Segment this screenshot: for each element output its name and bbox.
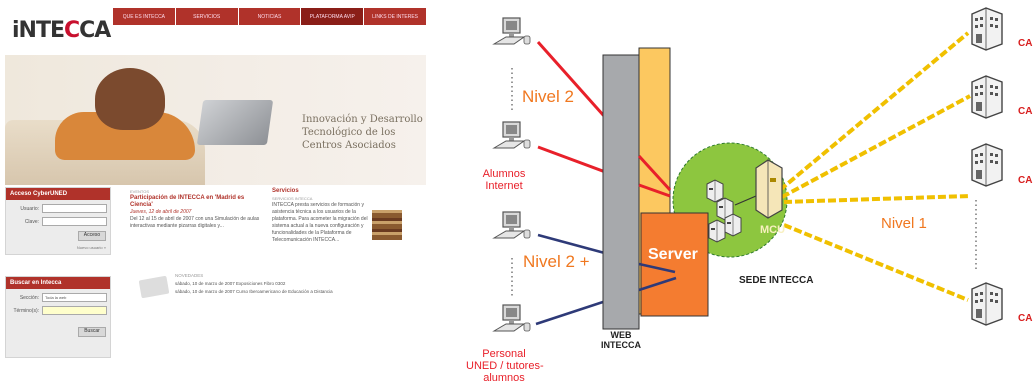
nav-item[interactable]: NOTICIAS [238,8,301,25]
building-icon [971,143,1003,187]
terms-label: Término(s): [13,307,39,314]
user-input[interactable] [42,204,107,213]
terms-input[interactable] [42,306,107,315]
person-head-image [95,68,165,130]
nivel2-label: Nivel 2 [522,87,574,106]
login-button[interactable]: Acceso [78,231,106,241]
password-label: Clave: [24,218,39,225]
mcu-label: MCU [760,224,786,236]
ca-label: CA [1018,38,1033,49]
computer-icon [493,304,531,332]
computer-icon [493,121,531,149]
intecca-website-screenshot: iNTECCA QUE ES INTECCA SERVICIOS NOTICIA… [0,0,428,375]
login-title: Acceso CyberUNED [6,188,110,200]
login-box: Acceso CyberUNED Usuario: Clave: Acceso … [5,187,111,255]
news-body: Del 12 al 15 de abril de 2007 con una Si… [130,216,260,229]
mcu-icon [755,159,783,219]
diagram-canvas [493,7,1003,332]
building-icon [971,282,1003,326]
user-label: Usuario: [20,205,39,212]
event-row[interactable]: sábado, 10 de marzo de 2007 Curso Iberoa… [175,289,333,294]
nav-item[interactable]: PLATAFORMA AVIP [301,8,364,25]
ca-label: CA [1018,106,1033,117]
hero-slogan: Innovación y Desarrollo Tecnológico de l… [302,114,423,151]
services-body: INTECCA presta servicios de formación y … [272,202,368,243]
server-icon [724,213,742,237]
event-image [138,275,170,299]
nivel2plus-label: Nivel 2 + [523,252,590,271]
server-label: Server [648,246,698,263]
books-image [372,210,402,240]
sede-intecca-label: SEDE INTECCA [739,275,814,286]
nav-item[interactable]: SERVICIOS [175,8,238,25]
nivel1-label: Nivel 1 [881,215,927,232]
nav-item[interactable]: LINKS DE INTERES [364,8,426,25]
building-icon [971,7,1003,51]
laptop-image [196,100,274,145]
news-date: Jueves, 12 de abril de 2007 [130,209,192,215]
news-item: EVENTOS Participación de INTECCA en 'Mad… [130,189,260,229]
computer-icon [493,17,531,45]
section-label: Sección: [19,294,39,301]
password-input[interactable] [42,217,107,226]
server-icon [706,179,724,203]
server-box [640,212,709,317]
ca-label: CA [1018,313,1033,324]
computer-icon [493,211,531,239]
section-select[interactable]: Toda la web [42,293,107,302]
search-button[interactable]: Buscar [78,327,106,337]
services-title[interactable]: Servicios [272,188,299,194]
web-panel [602,54,640,330]
event-row[interactable]: sábado, 10 de marzo de 2007 Exposiciones… [175,281,286,286]
nivel1-links [778,31,971,302]
news-title[interactable]: Participación de INTECCA en 'Madrid es C… [130,195,245,208]
services-item: Servicios SERVICIOS INTECCA INTECCA pres… [272,188,368,243]
building-icon [971,75,1003,119]
ca-label: CA [1018,175,1033,186]
intecca-logo: iNTECCA [12,18,111,43]
new-user-link[interactable]: Nuevo usuario » [76,245,106,250]
search-box: Buscar en Intecca Sección:Toda la web Té… [5,276,111,358]
search-title: Buscar en Intecca [6,277,110,289]
server-icon [708,219,726,243]
nav-item[interactable]: QUE ES INTECCA [113,8,175,25]
top-nav: QUE ES INTECCA SERVICIOS NOTICIAS PLATAF… [113,8,426,25]
events-list: NOVEDADES sábado, 10 de marzo de 2007 Ex… [175,272,415,296]
